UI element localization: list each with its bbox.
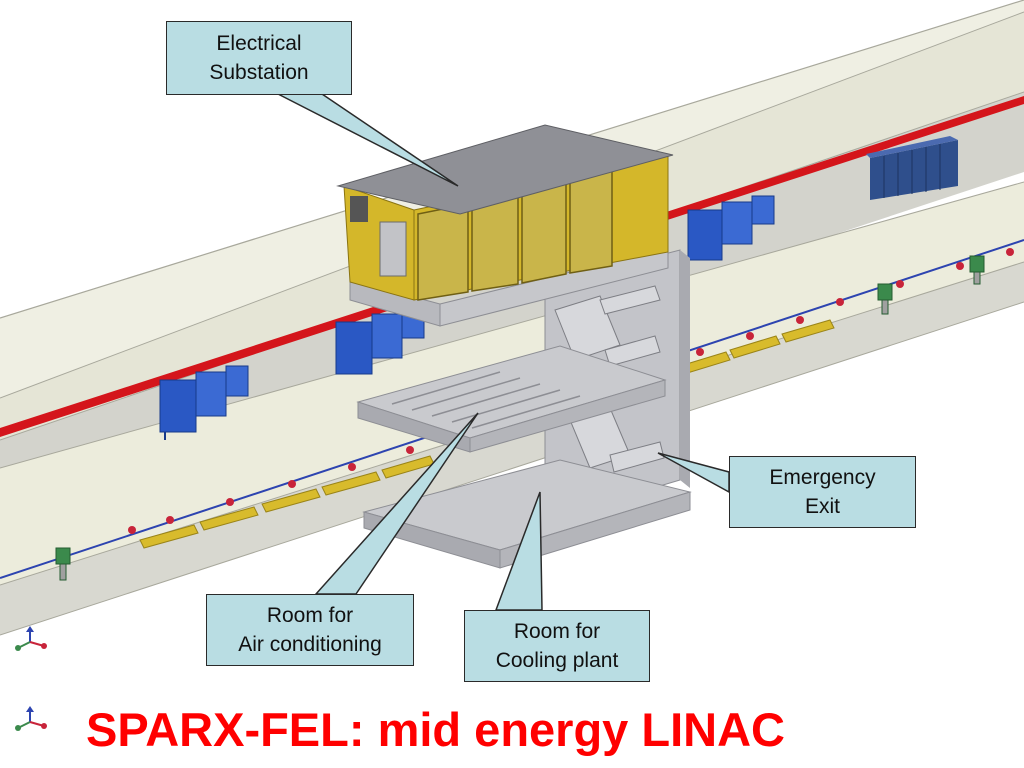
air-conditioning-callout: Room for Air conditioning [206, 594, 414, 666]
linac-girders [139, 319, 835, 549]
far-cabinets [866, 136, 958, 200]
callout-line: Room for [266, 604, 354, 627]
callout-line: Electrical [216, 32, 302, 55]
substation-pointer [277, 93, 459, 187]
axis-triad-icon [15, 626, 47, 651]
building-vent [350, 196, 368, 222]
cooling-plant-callout: Room for Cooling plant [464, 610, 650, 682]
callout-line: Exit [804, 495, 840, 518]
building-windows [417, 169, 613, 301]
rack-group [159, 365, 249, 440]
tunnel-lower-band [0, 262, 1024, 635]
building-door [379, 221, 407, 277]
slide-title: SPARX-FEL: mid energy LINAC [86, 703, 785, 756]
callout-line: Cooling plant [495, 649, 619, 672]
linac-magnets [128, 248, 1014, 534]
emergency-exit-callout: Emergency Exit [729, 456, 916, 528]
rack-group [335, 307, 425, 375]
rack-group [687, 195, 775, 261]
callout-line: Emergency [769, 466, 876, 489]
electrical-substation-building [336, 124, 674, 327]
callout-pointers [277, 93, 730, 611]
tunnel-edge [0, 301, 1024, 636]
electrical-substation-callout: Electrical Substation [166, 21, 352, 95]
callout-line: Substation [209, 61, 309, 84]
air-conditioning-floor [356, 345, 667, 453]
callout-line: Room for [513, 620, 601, 643]
building-roof [336, 124, 674, 215]
shaft-side [680, 250, 690, 488]
callout-line: Air conditioning [238, 633, 382, 656]
axis-triad-icon [15, 706, 47, 731]
green-stands [55, 255, 985, 581]
